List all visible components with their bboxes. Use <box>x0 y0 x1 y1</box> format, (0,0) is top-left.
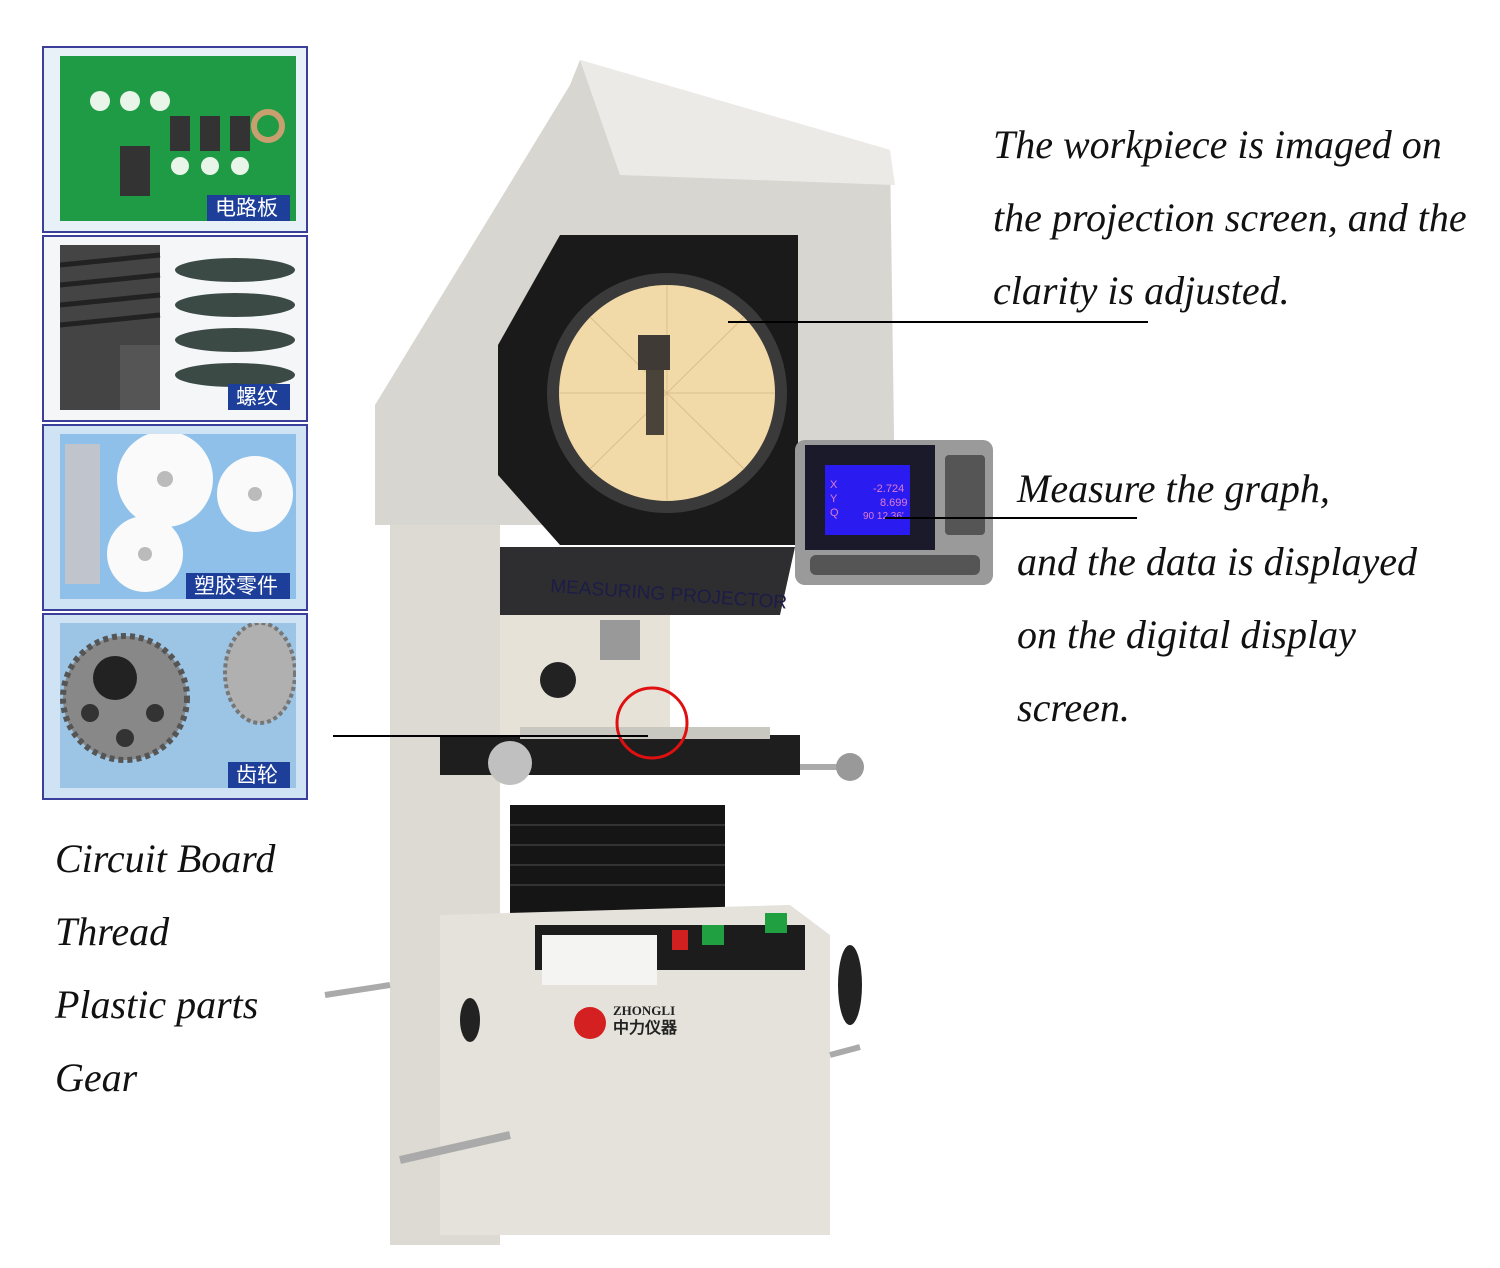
annotation-display-line: on the digital display <box>1017 612 1356 657</box>
focus-handwheel[interactable] <box>838 945 862 1025</box>
annotation-display-line: screen. <box>1017 685 1130 730</box>
thread-image <box>60 245 295 410</box>
x-value: -2.724 <box>873 483 904 495</box>
measuring-projector: MEASURING PROJECTOR X -2.724 Y 8.699 Q 9… <box>324 60 993 1245</box>
q-label: Q <box>830 507 839 519</box>
thumb-plastic-parts: 塑胶零件 <box>42 424 308 611</box>
thumb-tag: 齿轮 <box>228 762 290 788</box>
label-circuit-board: Circuit Board <box>55 836 276 881</box>
thumb-tag: 螺纹 <box>228 384 290 410</box>
lamp-switch[interactable] <box>702 925 724 945</box>
x-label: X <box>830 479 838 491</box>
aux-switch[interactable] <box>765 913 787 933</box>
circuit-board-image <box>60 56 296 221</box>
readout-screen <box>825 465 910 535</box>
annotation-screen: The workpiece is imaged on the projectio… <box>993 108 1467 327</box>
thumb-tag: 电路板 <box>207 195 290 221</box>
label-plastic-parts: Plastic parts <box>55 982 259 1027</box>
y-label: Y <box>830 493 838 505</box>
workpiece-image <box>646 370 664 435</box>
brand-name-cn: 中力仪器 <box>613 1018 678 1037</box>
thumb-circuit-board: 电路板 <box>42 46 308 233</box>
power-switch[interactable] <box>672 930 688 950</box>
brand-logo <box>574 1007 606 1039</box>
stage-knob-right <box>836 753 864 781</box>
thumb-thread: 螺纹 <box>42 235 308 422</box>
annotation-screen-line: The workpiece is imaged on <box>993 122 1442 167</box>
annotation-display-line: and the data is displayed <box>1017 539 1417 584</box>
leader-line-display <box>885 517 1137 519</box>
leader-line-stage <box>333 735 648 737</box>
annotation-screen-line: the projection screen, and the <box>993 195 1467 240</box>
sample-labels: Circuit Board Thread Plastic parts Gear <box>55 822 275 1114</box>
plastic-parts-image <box>60 434 296 599</box>
nameplate <box>450 547 795 615</box>
annotation-display: Measure the graph, and the data is displ… <box>1017 452 1417 744</box>
sample-thumbnails: 电路板 螺纹 塑胶零件 齿轮 <box>42 46 308 802</box>
gear-image <box>60 623 296 788</box>
brand-name-en: ZHONGLI <box>613 1003 675 1018</box>
base <box>440 905 830 1235</box>
annotation-display-line: Measure the graph, <box>1017 466 1330 511</box>
highlight-circle <box>615 686 689 760</box>
q-value: 90 12.36' <box>863 511 904 522</box>
stage-knob-left <box>488 741 532 785</box>
annotation-screen-line: clarity is adjusted. <box>993 268 1290 313</box>
bellows <box>510 805 725 915</box>
leader-line-screen <box>728 321 1148 323</box>
y-value: 8.699 <box>880 497 908 509</box>
thumb-tag: 塑胶零件 <box>186 573 290 599</box>
label-gear: Gear <box>55 1055 138 1100</box>
label-thread: Thread <box>55 909 170 954</box>
thumb-gear: 齿轮 <box>42 613 308 800</box>
